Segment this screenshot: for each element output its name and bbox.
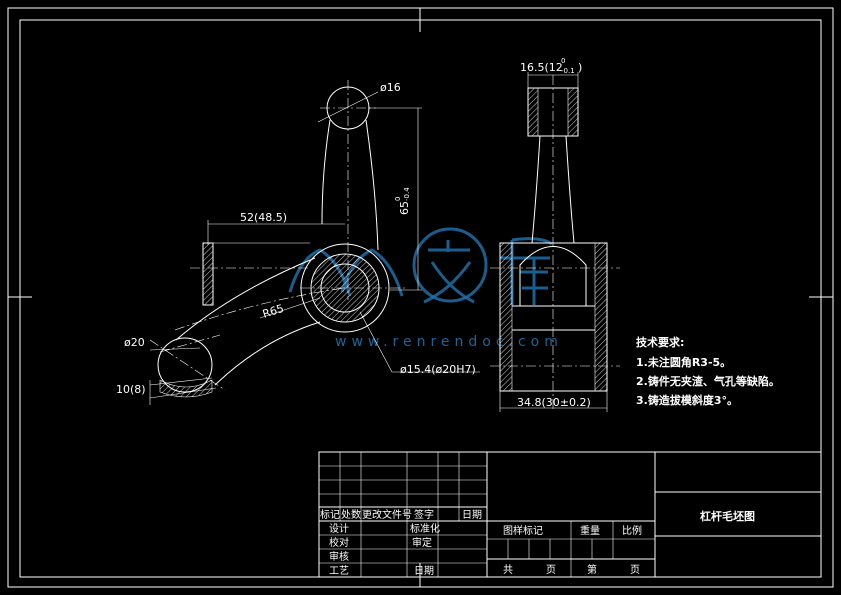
approval: 审定 [412, 536, 432, 549]
role-design: 设计 [329, 522, 349, 535]
rev-header-mark: 标记 [320, 509, 340, 521]
svg-text:-0.4: -0.4 [403, 187, 411, 201]
sheet-total: 共 [503, 564, 513, 576]
role-check: 校对 [329, 536, 349, 549]
dim-length-52: 52(48.5) [240, 211, 287, 224]
note-2: 2.铸件无夹渣、气孔等缺陷。 [636, 374, 780, 388]
scale-label: 比例 [622, 524, 642, 537]
drawing-frame [7, 7, 834, 588]
dim-width-34: 34.8(30±0.2) [517, 396, 591, 409]
rev-header-sign: 签字 [414, 508, 434, 521]
lever-side-view [490, 72, 620, 412]
svg-text:65: 65 [398, 201, 411, 215]
dim-height-65: 65 0 -0.4 [394, 187, 411, 215]
sheet-total-unit: 页 [546, 564, 556, 576]
dim-thickness-10: 10(8) [116, 383, 146, 396]
sheet-number-unit: 页 [630, 564, 640, 576]
drawing-title: 杠杆毛坯图 [700, 509, 755, 523]
notes-heading: 技术要求: [636, 335, 684, 349]
role-review: 审核 [329, 550, 349, 563]
svg-text:16.5(12: 16.5(12 [520, 61, 563, 74]
technical-requirements: 技术要求: 1.未注圆角R3-5。 2.铸件无夹渣、气孔等缺陷。 3.铸造拔模斜… [636, 335, 780, 407]
weight-label: 重量 [580, 524, 600, 537]
dim-bore-15: ø15.4(ø20H7) [400, 363, 476, 376]
rev-header-docno: 更改文件号 [362, 508, 412, 521]
dim-diameter-16: ø16 [380, 81, 401, 94]
dim-radius-65: R65 [261, 302, 286, 321]
svg-text:0: 0 [394, 197, 402, 201]
sheet-number: 第 [587, 563, 597, 576]
rev-header-date: 日期 [462, 509, 482, 521]
standardization: 标准化 [410, 522, 440, 535]
note-3: 3.铸造拔模斜度3°。 [636, 393, 738, 407]
rev-header-count: 处数 [341, 508, 361, 521]
date-label: 日期 [414, 565, 434, 577]
svg-text:): ) [578, 61, 582, 74]
title-block: 标记 处数 更改文件号 签字 日期 设计 校对 审核 工艺 标准化 审定 日期 … [318, 451, 822, 578]
dim-width-16: 16.5(12 0 -0.1 ) [520, 57, 582, 75]
svg-text:0: 0 [561, 57, 565, 65]
lever-front-view [149, 80, 480, 405]
watermark-url: www.renrendoc.com [335, 334, 563, 350]
role-process: 工艺 [329, 565, 349, 577]
dim-diameter-20: ø20 [124, 336, 145, 349]
note-1: 1.未注圆角R3-5。 [636, 355, 731, 369]
stage-mark: 图样标记 [503, 524, 543, 537]
svg-text:-0.1: -0.1 [561, 67, 575, 75]
